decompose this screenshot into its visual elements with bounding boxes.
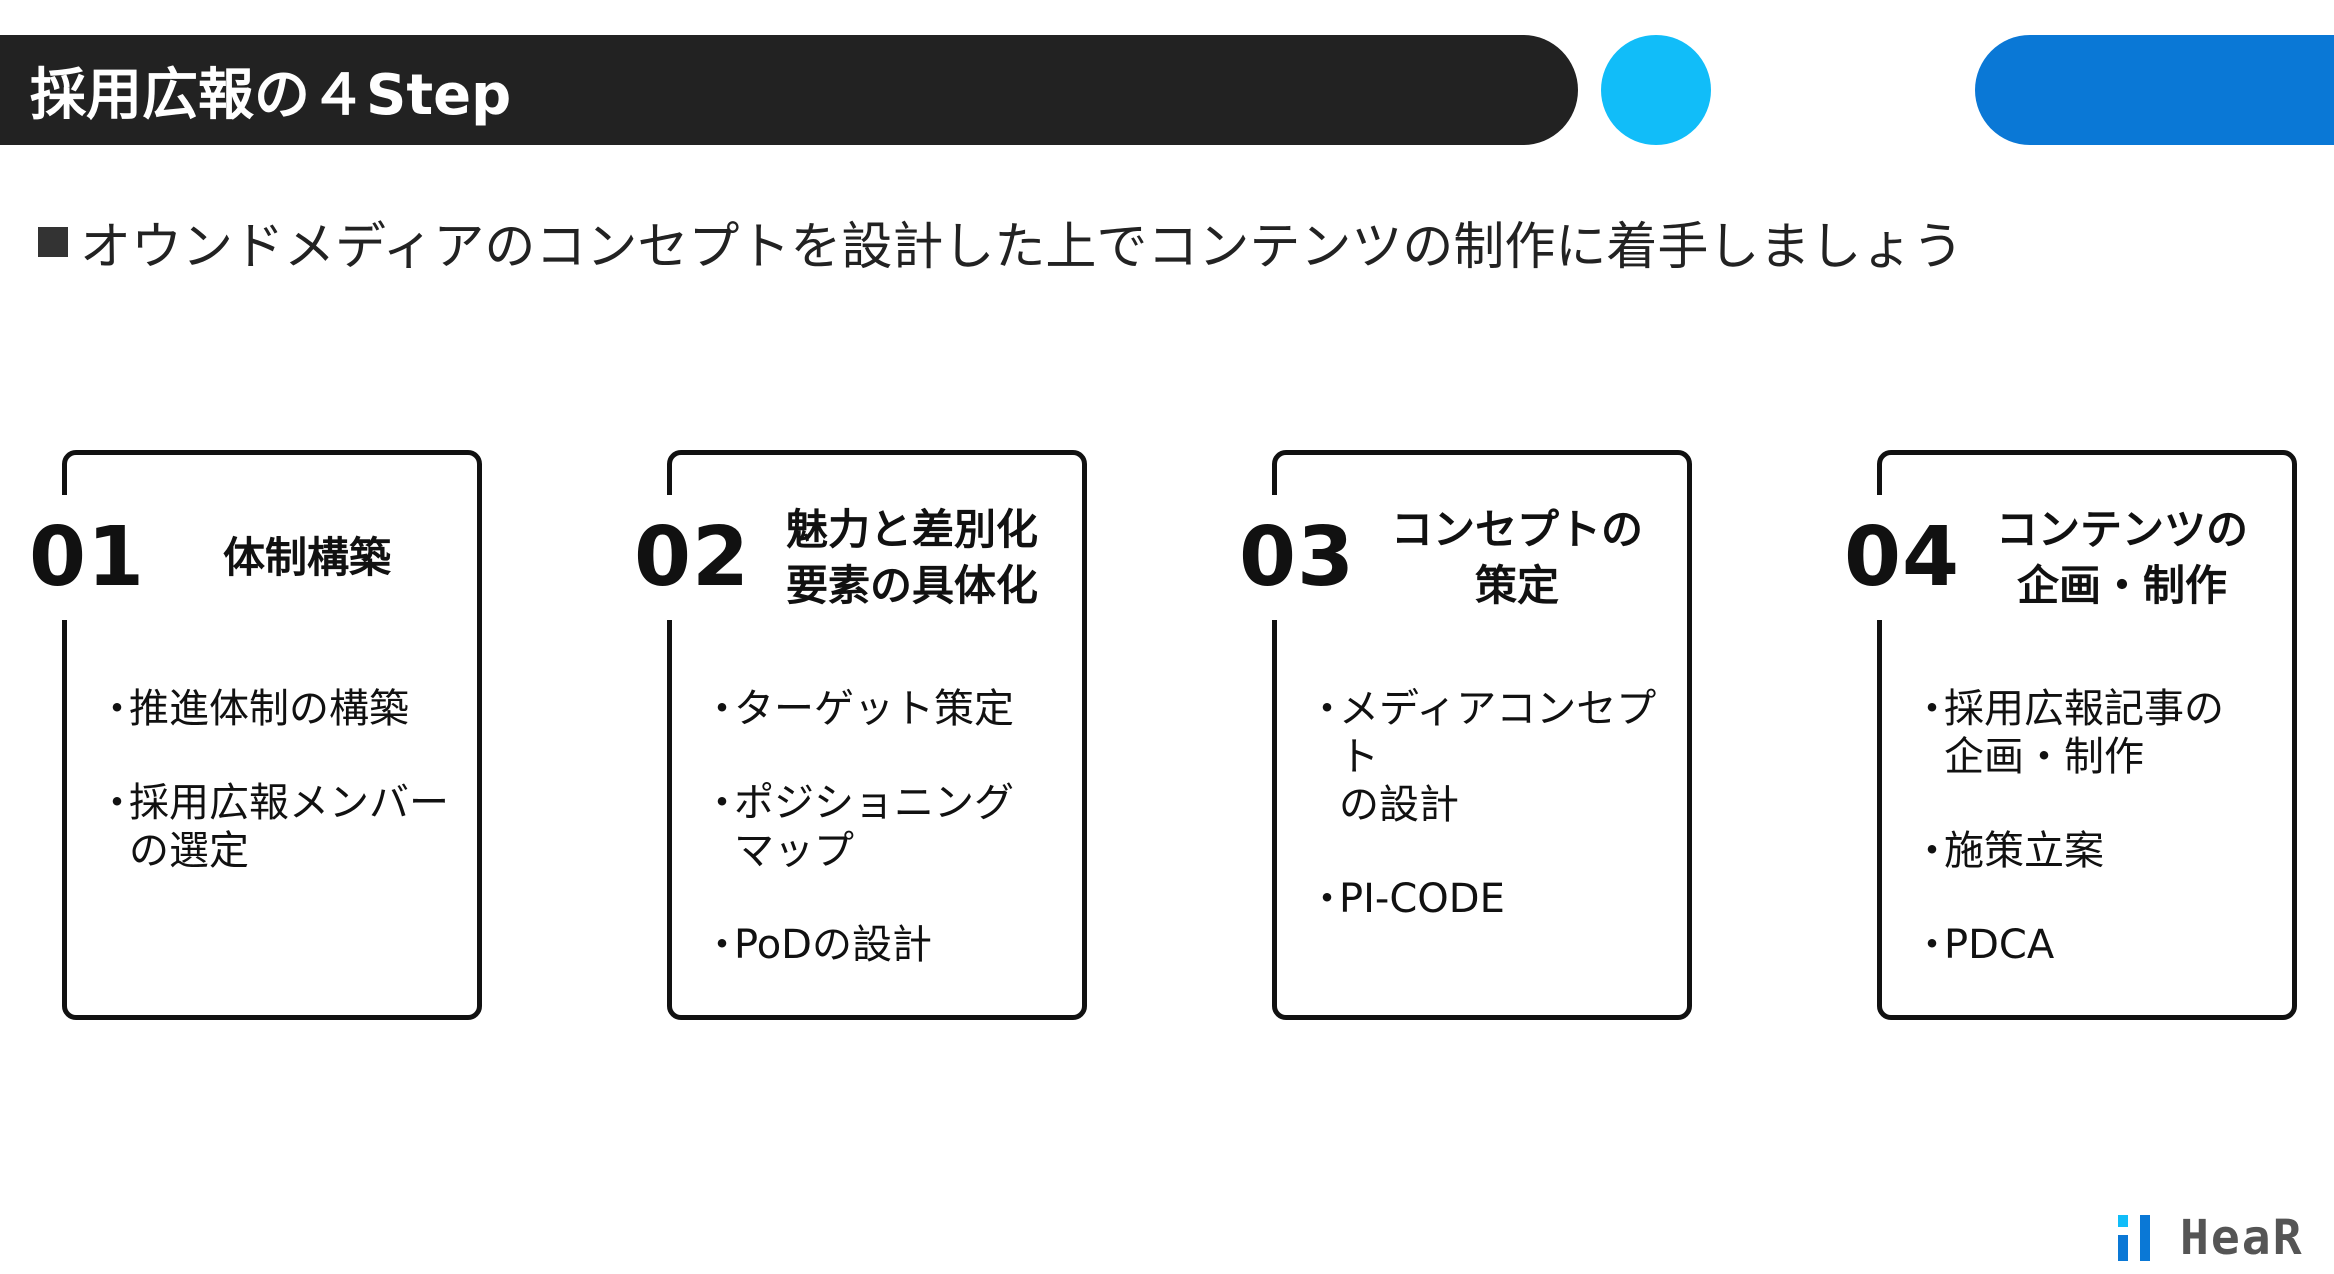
list-item: ・採用広報メンバー の選定 [97,780,449,874]
list-item: ・PI-CODE [1307,876,1505,922]
bullet-dot: ・ [97,686,137,732]
list-item: ・PoDの設計 [702,922,932,968]
step-title: 体制構築 [137,495,477,620]
decorative-circle [1601,35,1711,145]
step-number: 04 [1844,510,1961,605]
list-item: ・PDCA [1912,922,2055,968]
bullet-dot: ・ [97,780,137,826]
bullet-dot: ・ [702,686,742,732]
bullet-dot: ・ [1912,922,1952,968]
logo-text: HeaR [2180,1210,2304,1266]
step-card-3: 03 コンセプトの 策定 ・メディアコンセプト の設計 ・PI-CODE [1239,450,1692,1020]
step-number-wrap: 04 [1844,495,1959,620]
step-title: コンテンツの 企画・制作 [1952,495,2292,620]
bullet-dot: ・ [702,922,742,968]
step-number: 03 [1239,510,1356,605]
list-item: ・施策立案 [1912,828,2104,874]
logo-mark-icon [2118,1215,2154,1261]
step-card-1: 01 体制構築 ・推進体制の構築 ・採用広報メンバー の選定 [29,450,482,1020]
list-item: ・採用広報記事の 企画・制作 [1912,686,2224,780]
bullet-dot: ・ [1307,876,1347,922]
step-title-text: 魅力と差別化 要素の具体化 [785,504,1038,610]
bullet-dot: ・ [1912,686,1952,732]
step-title-text: 体制構築 [222,532,391,582]
logo-mark-bar [2118,1235,2128,1261]
step-items: ・ターゲット策定 ・ポジショニング マップ ・PoDの設計 [702,685,1076,1015]
decorative-pill [1975,35,2334,145]
step-items: ・メディアコンセプト の設計 ・PI-CODE [1307,685,1681,969]
step-card-2: 02 魅力と差別化 要素の具体化 ・ターゲット策定 ・ポジショニング マップ ・… [634,450,1087,1020]
step-number-wrap: 03 [1239,495,1354,620]
title-bar: 採用広報の４Step [0,35,1578,145]
list-item: ・ポジショニング マップ [702,780,1014,874]
step-items: ・推進体制の構築 ・採用広報メンバー の選定 [97,685,471,921]
step-number: 01 [29,510,146,605]
step-card-4: 04 コンテンツの 企画・制作 ・採用広報記事の 企画・制作 ・施策立案 ・PD… [1844,450,2297,1020]
step-title: コンセプトの 策定 [1347,495,1687,620]
step-number-wrap: 02 [634,495,749,620]
logo-mark-bar [2140,1215,2150,1261]
bullet-dot: ・ [702,780,742,826]
subtitle: オウンドメディアのコンセプトを設計した上でコンテンツの制作に着手しましょう [38,205,1963,279]
step-title: 魅力と差別化 要素の具体化 [742,495,1082,620]
step-title-text: コンテンツの 企画・制作 [1995,504,2248,610]
page-title: 採用広報の４Step [30,62,512,128]
bullet-dot: ・ [1307,686,1347,732]
step-number-wrap: 01 [29,495,144,620]
square-bullet-icon [38,227,68,257]
hear-logo: HeaR [2118,1210,2304,1266]
list-item: ・メディアコンセプト の設計 [1307,686,1657,828]
step-title-text: コンセプトの 策定 [1390,504,1643,610]
bullet-dot: ・ [1912,828,1952,874]
list-item: ・ターゲット策定 [702,686,1014,732]
logo-mark-bar [2118,1215,2128,1227]
step-items: ・採用広報記事の 企画・制作 ・施策立案 ・PDCA [1912,685,2286,1015]
subtitle-text: オウンドメディアのコンセプトを設計した上でコンテンツの制作に着手しましょう [80,218,1964,277]
step-number: 02 [634,510,751,605]
list-item: ・推進体制の構築 [97,686,409,732]
